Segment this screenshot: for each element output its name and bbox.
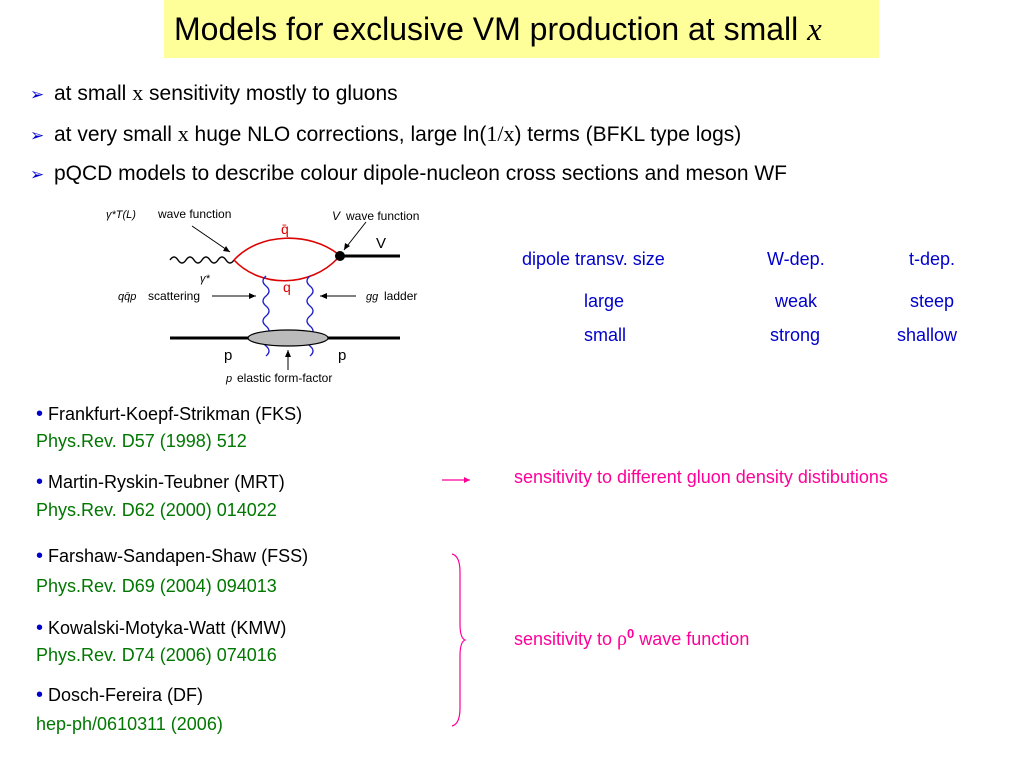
arrow-bullet-icon: ➢: [30, 85, 45, 104]
bullet-2: ➢at very small x huge NLO corrections, l…: [30, 121, 742, 146]
arrow-bullet-icon: ➢: [30, 165, 45, 184]
note-wave-function: sensitivity to ρ0 wave function: [514, 626, 750, 650]
bullet-dot: •: [36, 403, 44, 425]
ref-df: • Dosch-Fereira (DF): [36, 684, 204, 706]
gamma-label: γ*T(L): [106, 209, 136, 221]
qqp-label: qq̄p: [118, 291, 136, 303]
quark-loop-bottom: [233, 257, 339, 282]
ref-mrt: • Martin-Ryskin-Teubner (MRT): [36, 471, 285, 493]
bullet-dot: •: [36, 617, 44, 639]
right-brace-icon: [451, 553, 467, 727]
gg-label: gg: [366, 291, 379, 303]
cell-strong: strong: [770, 325, 821, 345]
elastic-label: elastic form-factor: [237, 371, 332, 385]
gamma-star-label: γ*: [200, 273, 211, 285]
form-factor-blob: [247, 329, 329, 347]
ref-kmw: • Kowalski-Motyka-Watt (KMW): [36, 617, 287, 639]
bullet-dot: •: [36, 684, 44, 706]
cell-large: large: [584, 291, 625, 311]
ladder-label: ladder: [384, 289, 417, 303]
cite-kmw: Phys.Rev. D74 (2006) 074016: [36, 645, 277, 665]
note-gluon: sensitivity to different gluon density d…: [514, 467, 888, 487]
pink-arrow-icon: [442, 477, 470, 483]
arrow-wf: [191, 225, 231, 253]
slide-title: Models for exclusive VM production at sm…: [174, 11, 822, 48]
cite-mrt: Phys.Rev. D62 (2000) 014022: [36, 500, 277, 520]
bullet-1: ➢at small x sensitivity mostly to gluons: [30, 80, 398, 105]
cell-small: small: [584, 325, 627, 345]
bullet-dot: •: [36, 471, 44, 493]
p-left-label: p: [224, 347, 232, 364]
p-right-label: p: [338, 347, 346, 364]
p-italic-label: p: [225, 373, 232, 385]
header-dipole: dipole transv. size: [522, 249, 665, 269]
cell-steep: steep: [910, 291, 955, 311]
qbar-label: q̄: [281, 221, 289, 237]
cell-weak: weak: [775, 291, 818, 311]
v-wave-function-label: wave function: [345, 209, 419, 223]
dipole-diagram: γ*T(L) wave function V wave function q̄ …: [106, 207, 419, 385]
bullet-dot: •: [36, 545, 44, 567]
cite-df: hep-ph/0610311 (2006): [36, 714, 223, 734]
cell-shallow: shallow: [897, 325, 958, 345]
cite-fks: Phys.Rev. D57 (1998) 512: [36, 431, 247, 451]
bullet-3: ➢pQCD models to describe colour dipole-n…: [30, 162, 788, 185]
v-label: V: [332, 209, 341, 223]
photon-line: [169, 256, 235, 264]
wave-function-label: wave function: [157, 207, 231, 221]
V-label: V: [376, 235, 386, 252]
scattering-label: scattering: [148, 289, 200, 303]
arrow-bullet-icon: ➢: [30, 126, 45, 145]
cite-fss: Phys.Rev. D69 (2004) 094013: [36, 576, 277, 596]
q-label: q: [283, 279, 291, 295]
ref-fks: • Frankfurt-Koepf-Strikman (FKS): [36, 403, 303, 425]
header-w-dep: W-dep.: [767, 249, 825, 269]
header-t-dep: t-dep.: [909, 249, 956, 269]
title-highlight: [164, 0, 879, 58]
ref-fss: • Farshaw-Sandapen-Shaw (FSS): [36, 545, 309, 567]
quark-loop-top: [233, 237, 339, 261]
